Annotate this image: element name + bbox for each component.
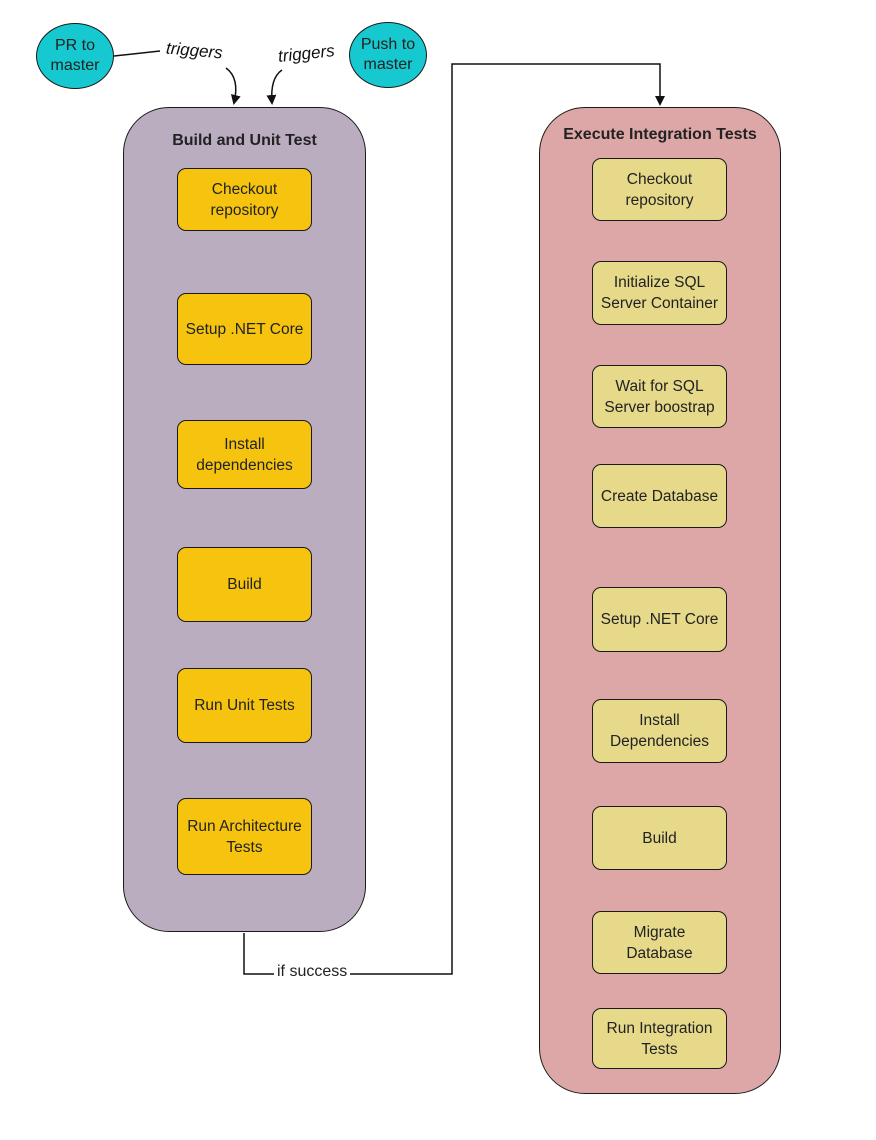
pr-triggers-label: triggers <box>165 38 224 63</box>
integration-step-run-integration-tests: Run Integration Tests <box>592 1008 727 1069</box>
push-trigger-arrow <box>266 69 283 105</box>
integration-step-migrate-database: Migrate Database <box>592 911 727 974</box>
build-and-unit-test-lane: Build and Unit Test <box>123 107 366 932</box>
build-step-run-unit-tests: Run Unit Tests <box>177 668 312 743</box>
pr-to-master-trigger: PR to master <box>36 23 114 89</box>
push-triggers-label: triggers <box>277 41 336 66</box>
build-step-build: Build <box>177 547 312 622</box>
build-step-setup-dotnet: Setup .NET Core <box>177 293 312 365</box>
integration-step-checkout: Checkout repository <box>592 158 727 221</box>
integration-lane-title: Execute Integration Tests <box>563 126 757 143</box>
build-step-run-architecture-tests: Run Architecture Tests <box>177 798 312 875</box>
integration-step-install-dependencies: Install Dependencies <box>592 699 727 763</box>
build-step-checkout: Checkout repository <box>177 168 312 231</box>
pr-trigger-arrow <box>225 67 241 105</box>
if-success-label: if success <box>274 963 351 981</box>
integration-step-wait-sql-bootstrap: Wait for SQL Server boostrap <box>592 365 727 428</box>
integration-step-setup-dotnet: Setup .NET Core <box>592 587 727 652</box>
integration-step-create-database: Create Database <box>592 464 727 528</box>
integration-step-build: Build <box>592 806 727 870</box>
pr-trigger-line <box>113 50 161 57</box>
push-to-master-trigger: Push to master <box>349 22 427 88</box>
build-lane-title: Build and Unit Test <box>172 132 317 149</box>
integration-step-init-sql-container: Initialize SQL Server Container <box>592 261 727 325</box>
build-step-install-dependencies: Install dependencies <box>177 420 312 489</box>
